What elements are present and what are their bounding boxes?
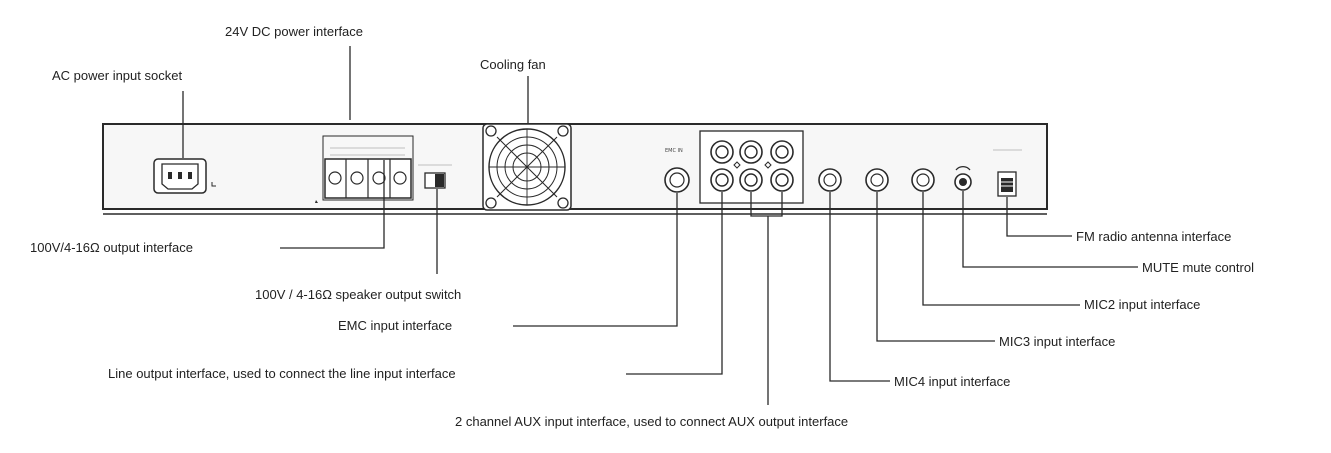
mic2-jack [911, 168, 935, 192]
leader-mic4 [829, 192, 890, 382]
mic4-jack [818, 168, 842, 192]
cooling-fan [482, 123, 572, 211]
fm-antenna-connector [993, 149, 1022, 197]
label-emc-input: EMC input interface [338, 318, 453, 333]
leader-output-100v [280, 160, 385, 249]
ac-power-socket [153, 158, 216, 194]
rca-jack-group [699, 130, 804, 204]
label-mic3: MIC3 input interface [999, 334, 1116, 349]
svg-text:EMC IN: EMC IN [665, 148, 683, 154]
label-speaker-switch: 100V / 4-16Ω speaker output switch [255, 287, 462, 302]
label-mute-control: MUTE mute control [1142, 260, 1254, 275]
label-dc-power: 24V DC power interface [225, 24, 364, 39]
label-ac-power: AC power input socket [52, 68, 183, 83]
leader-mic3 [876, 192, 995, 342]
emc-jack: EMC IN [664, 148, 690, 193]
leader-mic2 [922, 192, 1080, 306]
leader-aux-bracket [750, 192, 783, 217]
label-line-output: Line output interface, used to connect t… [108, 366, 456, 381]
speaker-output-switch [418, 164, 452, 189]
mic3-jack [865, 168, 889, 192]
label-output-100v: 100V/4-16Ω output interface [30, 240, 193, 255]
terminal-block [315, 135, 414, 203]
leader-line-output [626, 192, 723, 375]
label-mic2: MIC2 input interface [1084, 297, 1201, 312]
rear-panel [102, 123, 1048, 210]
mute-knob [954, 166, 972, 191]
leader-emc [513, 193, 678, 327]
leader-mute [962, 191, 1138, 268]
label-fm-antenna: FM radio antenna interface [1076, 229, 1232, 244]
label-cooling-fan: Cooling fan [480, 57, 546, 72]
label-aux-input: 2 channel AUX input interface, used to c… [455, 414, 849, 429]
label-mic4: MIC4 input interface [894, 374, 1011, 389]
leader-fm [1006, 197, 1072, 237]
